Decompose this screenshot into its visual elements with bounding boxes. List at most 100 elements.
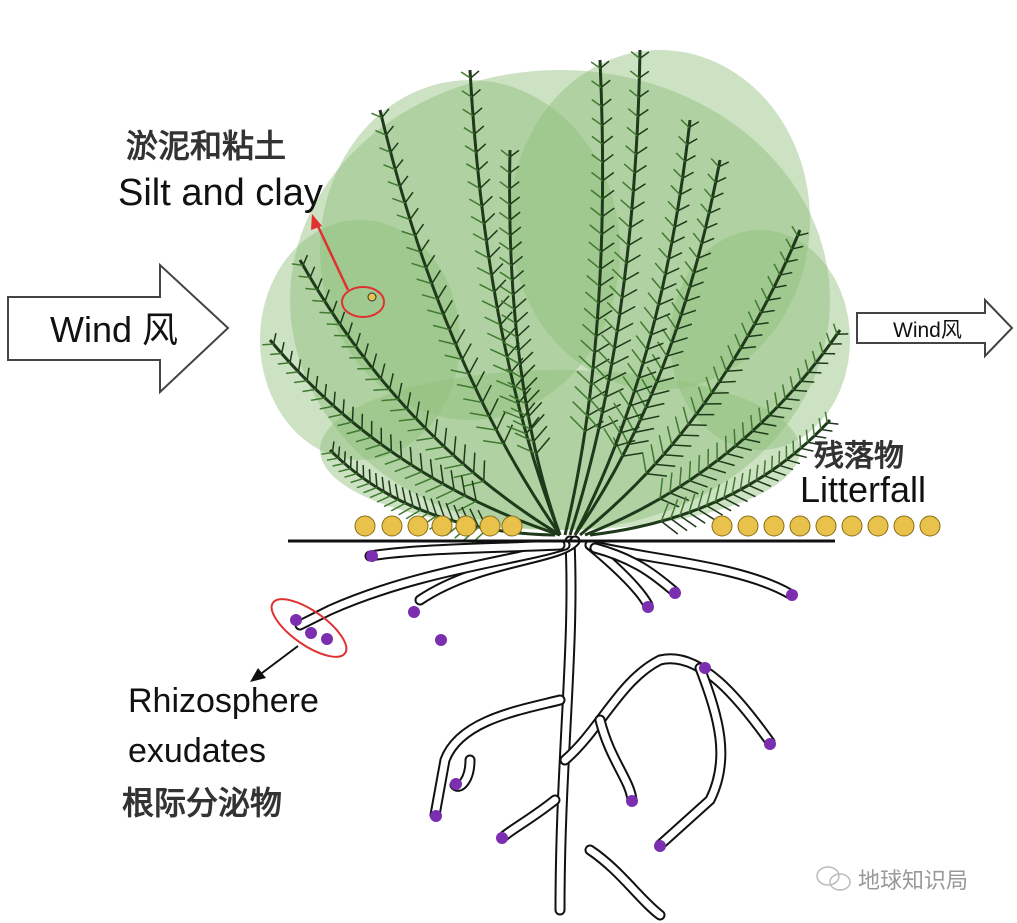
exudate-dots <box>290 550 798 852</box>
needle <box>684 154 696 163</box>
needle <box>501 314 516 324</box>
needle <box>676 323 693 330</box>
needle <box>771 469 787 477</box>
needle <box>754 321 769 326</box>
needle <box>331 300 338 314</box>
needle <box>316 278 323 290</box>
needle <box>632 183 646 193</box>
needle <box>606 301 621 316</box>
needle <box>383 164 396 171</box>
needle <box>331 441 335 453</box>
needle <box>700 203 710 214</box>
needle <box>800 447 814 452</box>
needle <box>671 302 682 316</box>
needle <box>671 444 692 447</box>
needle <box>491 262 504 276</box>
needle <box>601 117 613 127</box>
needle <box>748 484 764 493</box>
needle <box>626 126 638 137</box>
needle <box>591 98 603 108</box>
exudate-dot <box>626 795 638 807</box>
needle <box>654 313 671 321</box>
needle <box>638 89 650 99</box>
exudate-dot <box>450 778 462 790</box>
needle <box>468 357 479 375</box>
needle <box>786 459 801 465</box>
needle <box>727 344 735 361</box>
needle <box>741 422 745 439</box>
needle <box>763 474 779 482</box>
needle <box>434 454 455 461</box>
litter-particle <box>501 515 523 537</box>
needle <box>627 236 643 247</box>
needle <box>679 496 687 516</box>
needle <box>612 437 624 457</box>
needle <box>658 435 665 455</box>
exudate-dot <box>366 550 378 562</box>
needle <box>436 285 447 300</box>
needle <box>493 279 507 293</box>
needle <box>469 70 480 79</box>
needle <box>714 501 732 512</box>
needle <box>476 426 497 431</box>
needle <box>818 341 824 354</box>
branch <box>573 159 722 536</box>
needle <box>707 466 727 474</box>
needle <box>420 239 430 253</box>
needle <box>399 175 409 187</box>
needle <box>599 60 610 69</box>
needle <box>297 359 302 372</box>
needle <box>471 88 481 98</box>
needle <box>481 195 493 207</box>
needle <box>622 452 644 457</box>
needle <box>339 311 346 325</box>
needle <box>712 366 720 383</box>
needle <box>465 163 479 172</box>
needle <box>463 398 483 404</box>
needle <box>723 480 729 499</box>
needle <box>272 333 277 345</box>
needle <box>741 322 749 337</box>
needle <box>467 180 481 190</box>
needle <box>608 371 627 382</box>
needle <box>791 245 804 250</box>
needle <box>781 384 786 399</box>
needle <box>671 337 688 344</box>
needle <box>599 259 615 270</box>
needle <box>640 415 660 421</box>
needle <box>328 413 344 419</box>
needle <box>635 335 648 351</box>
needle <box>769 414 785 419</box>
needle <box>302 388 316 393</box>
needle <box>712 192 724 199</box>
needle <box>661 363 679 371</box>
needle <box>392 197 406 204</box>
needle <box>408 490 414 507</box>
wind-out-arrow-icon <box>856 297 1014 359</box>
needle <box>726 452 744 459</box>
root <box>556 537 575 914</box>
needle <box>425 446 445 451</box>
needle <box>594 366 610 382</box>
needle <box>277 362 291 365</box>
needle <box>337 421 353 427</box>
needle <box>429 458 434 479</box>
needle <box>411 262 427 269</box>
needle <box>444 354 463 361</box>
needle <box>651 353 663 370</box>
wind-in-label: Wind 风 <box>50 309 178 350</box>
needle <box>705 376 713 394</box>
needle <box>711 391 729 395</box>
needle <box>689 479 708 488</box>
needle <box>346 428 363 435</box>
needle <box>631 201 645 211</box>
needle <box>394 483 399 500</box>
needle <box>355 332 361 348</box>
needle <box>627 108 639 118</box>
litter-particle <box>431 515 453 537</box>
needle <box>760 422 777 427</box>
needle <box>663 454 684 458</box>
needle <box>808 371 822 374</box>
needle <box>705 222 718 230</box>
